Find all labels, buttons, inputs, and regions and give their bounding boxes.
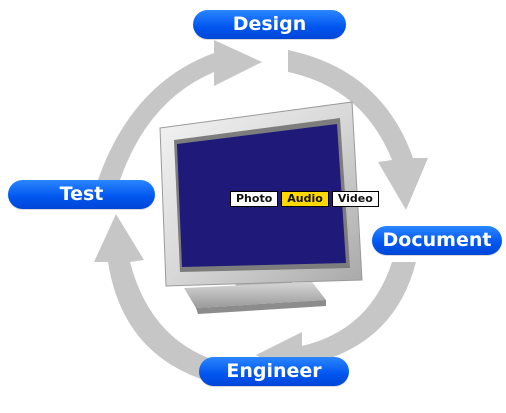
stage-label-engineer: Engineer [199, 357, 349, 386]
monitor [159, 101, 363, 314]
arrow-test-to-design [98, 40, 262, 180]
stage-label-document: Document [372, 226, 502, 255]
tab-video[interactable]: Video [331, 191, 379, 207]
arrow-design-to-document [288, 50, 428, 210]
tab-photo[interactable]: Photo [230, 191, 279, 207]
stage-label-design: Design [193, 10, 346, 39]
media-tabs: Photo Audio Video [230, 191, 379, 207]
arrow-engineer-to-test [94, 214, 228, 386]
tab-audio[interactable]: Audio [281, 191, 329, 207]
arrow-document-to-engineer [256, 262, 416, 380]
stage-label-test: Test [8, 180, 155, 209]
